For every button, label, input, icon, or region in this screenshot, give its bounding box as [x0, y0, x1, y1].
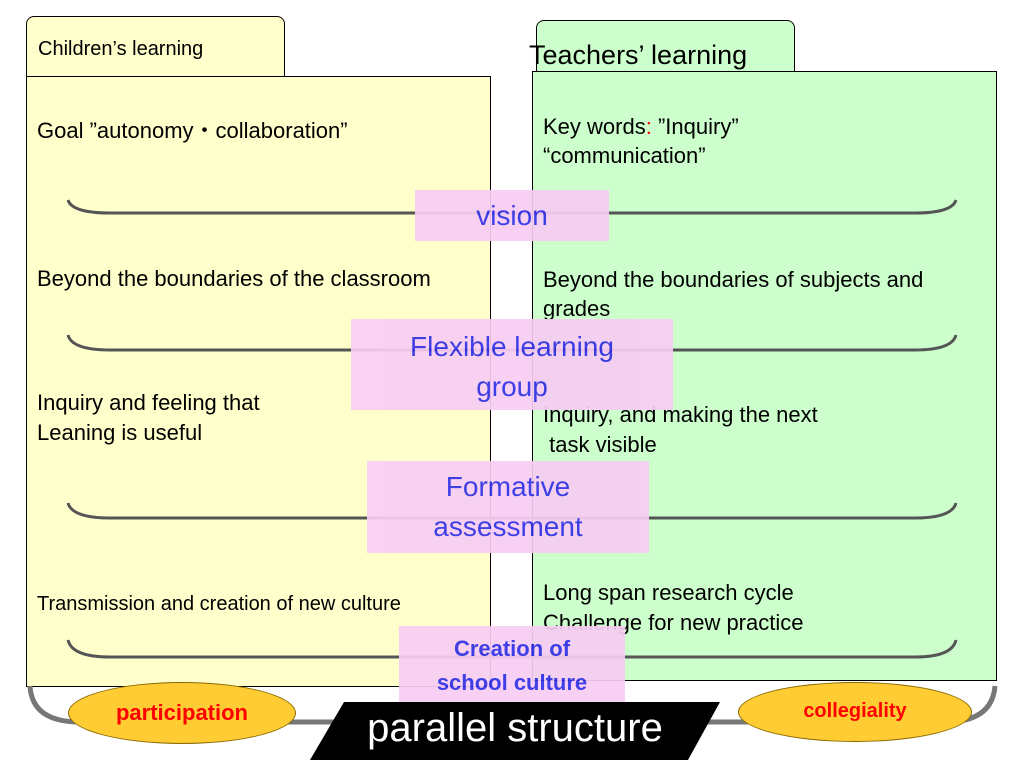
bridge-formative-assessment: Formative assessment — [367, 461, 649, 553]
teachers-beyond-line2: grades — [543, 296, 611, 321]
bridge-vision-label: vision — [476, 200, 548, 231]
collegiality-oval: collegiality — [738, 682, 972, 742]
children-learning-tab — [26, 16, 285, 78]
participation-oval: participation — [68, 682, 296, 744]
children-inquiry-line2: Leaning is useful — [37, 420, 203, 445]
teachers-beyond-line1: Beyond the boundaries of subjects and — [543, 267, 924, 292]
teachers-learning-tab — [536, 20, 795, 74]
bridge-formative-line1: Formative — [445, 471, 571, 502]
teachers-learning-title: Teachers’ learning — [529, 40, 748, 70]
keywords-colon: : — [645, 114, 652, 139]
bridge-flexible-line2: group — [476, 371, 548, 402]
children-learning-title: Children’s learning — [38, 38, 204, 60]
bridge-creation-line2: school culture — [436, 670, 588, 695]
teachers-research-line1: Long span research cycle — [543, 580, 794, 605]
teachers-inquiry-line2: task visible — [543, 432, 657, 457]
bridge-vision: vision — [415, 190, 609, 241]
bridge-flexible-learning-group: Flexible learning group — [351, 319, 673, 410]
children-transmission: Transmission and creation of new culture — [37, 593, 401, 615]
children-inquiry-line1: Inquiry and feeling that — [37, 390, 260, 415]
children-beyond: Beyond the boundaries of the classroom — [37, 266, 431, 291]
keywords-inquiry: ”Inquiry” — [651, 114, 739, 139]
keywords-label: Key words — [543, 114, 646, 139]
parallel-structure-label: parallel structure — [367, 706, 663, 750]
participation-label: participation — [115, 700, 248, 725]
teachers-keywords-communication: “communication” — [543, 143, 706, 168]
bridge-formative-line2: assessment — [433, 511, 583, 542]
collegiality-label: collegiality — [803, 700, 907, 722]
teachers-keywords: Key words: ”Inquiry” — [543, 112, 739, 142]
bridge-flexible-line1: Flexible learning — [410, 331, 614, 362]
bridge-creation-line1: Creation of — [453, 636, 571, 661]
children-goal: Goal ”autonomy・collaboration” — [37, 118, 348, 143]
bridge-creation-of-school-culture: Creation of school culture — [399, 626, 625, 704]
